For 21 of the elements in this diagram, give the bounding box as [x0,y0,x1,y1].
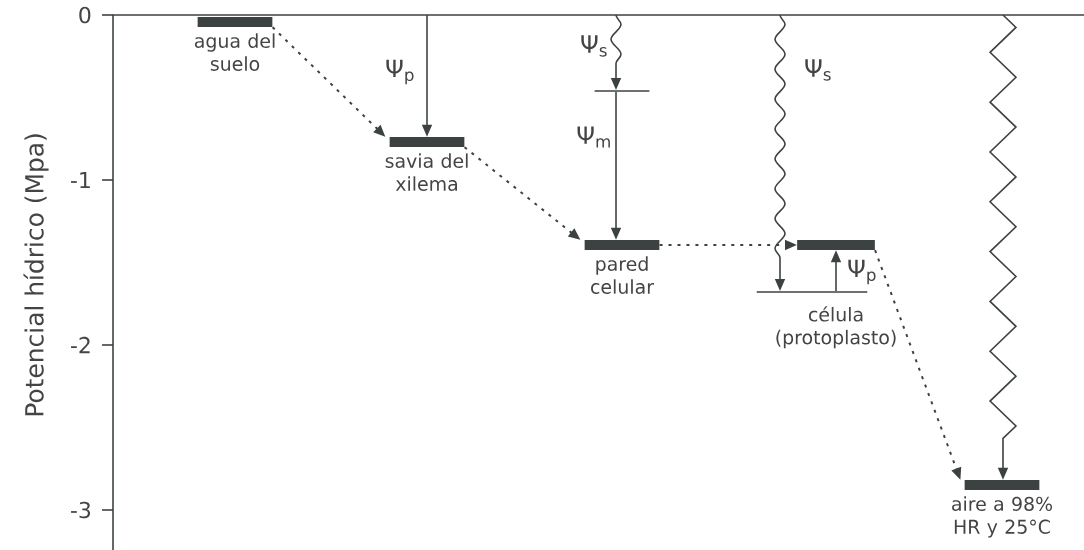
edge-label: Ψ$_{s}$ [581,35,607,57]
edge-label: Ψ$_{s}$ [805,59,831,81]
level-bar: savia del xilema [385,137,468,191]
tick-label: -3 [71,501,91,519]
level-bar: aire a 98% HR y 25°C [952,480,1052,538]
node-label: savia del xilema [385,153,468,191]
edge-label: Ψ$_{m}$ [577,126,610,148]
level-line [594,90,650,92]
tick-label: -1 [71,172,90,188]
edge-label: Ψ$_{p}$ [848,259,876,285]
axis-title: Potencial hídrico (Mpa) [23,134,49,416]
edge-label: Ψ$_{p}$ [386,59,414,85]
node-label: pared celular [591,256,654,294]
level-bar: pared celular [584,240,660,294]
tick-label: 0 [79,6,91,24]
node-label: aire a 98% HR y 25°C [952,496,1053,538]
node-label: célula (protoplasto) [776,306,896,349]
level-bar: agua del suelo [194,17,275,71]
node-label: agua del suelo [194,33,275,71]
level-line [756,291,868,293]
tick-label: -2 [71,336,90,354]
